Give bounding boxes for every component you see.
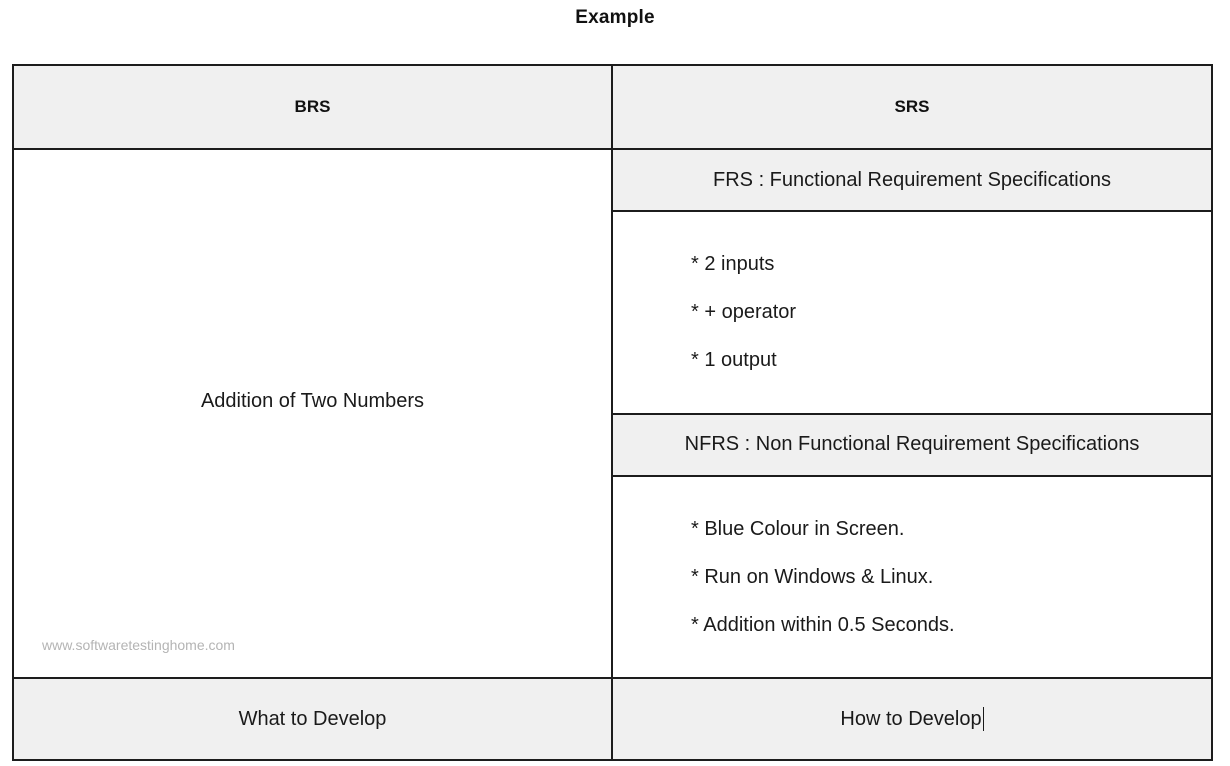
table-header-row: BRS SRS [14,66,1211,150]
column-header-srs: SRS [613,66,1211,148]
page-title: Example [575,7,655,28]
list-item: * Run on Windows & Linux. [691,565,934,588]
footer-brs-summary: What to Develop [14,679,613,759]
nfrs-heading: NFRS : Non Functional Requirement Specif… [613,414,1211,477]
frs-heading: FRS : Functional Requirement Specificati… [613,150,1211,212]
srs-cell: FRS : Functional Requirement Specificati… [613,150,1211,677]
comparison-table: BRS SRS Addition of Two Numbers www.soft… [12,64,1213,761]
list-item: * 1 output [691,349,777,372]
table-body-row: Addition of Two Numbers www.softwaretest… [14,150,1211,679]
footer-srs-editable-text[interactable]: How to Develop [840,707,984,731]
watermark: www.softwaretestinghome.com [42,637,235,653]
list-item: * Addition within 0.5 Seconds. [691,613,955,636]
brs-value: Addition of Two Numbers [200,390,425,412]
frs-items-list: * 2 inputs * + operator * 1 output [613,212,1211,415]
list-item: * Blue Colour in Screen. [691,517,905,540]
column-header-brs: BRS [14,66,613,148]
list-item: * 2 inputs [691,253,775,276]
footer-srs-label: How to Develop [840,707,982,730]
nfrs-items-list: * Blue Colour in Screen. * Run on Window… [613,477,1211,678]
table-footer-row: What to Develop How to Develop [14,679,1211,759]
text-cursor-icon [982,707,984,731]
brs-cell: Addition of Two Numbers www.softwaretest… [14,150,613,677]
list-item: * + operator [691,301,797,324]
footer-srs-summary: How to Develop [613,679,1211,759]
